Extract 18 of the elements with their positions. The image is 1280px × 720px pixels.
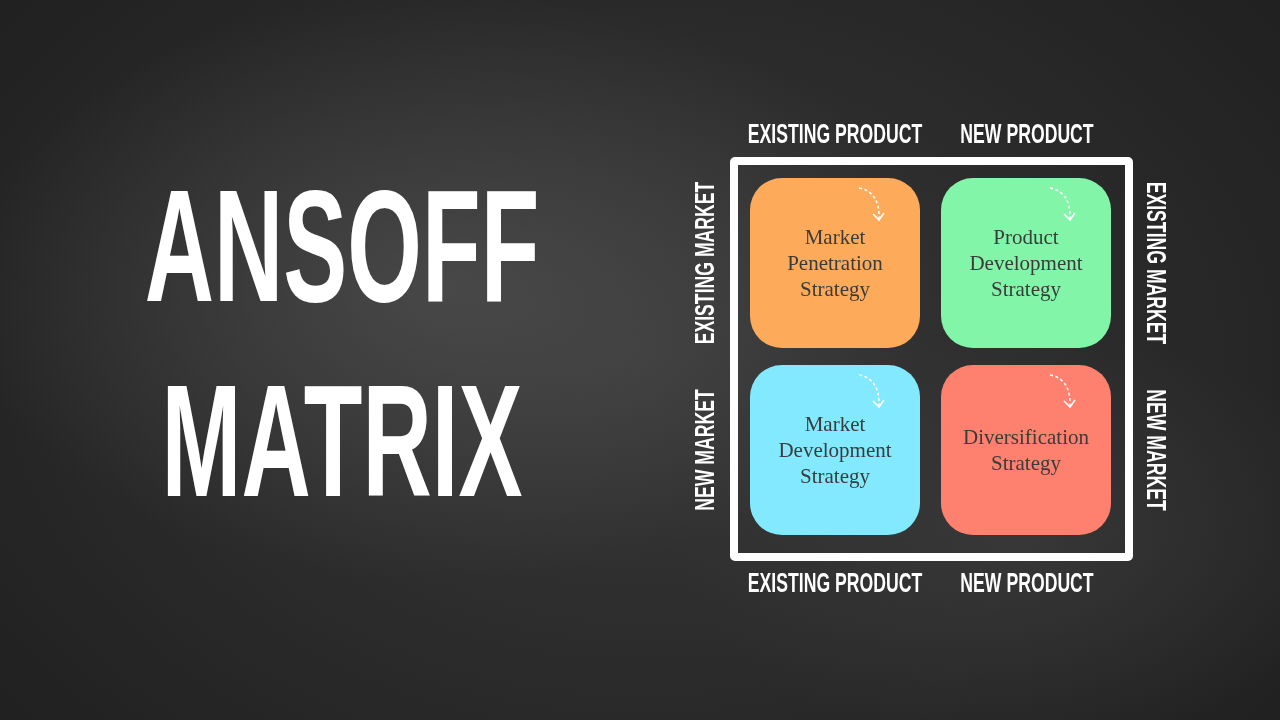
- axis-label: EXISTING PRODUCT: [747, 569, 923, 597]
- matrix-frame: [730, 157, 1133, 561]
- axis-label: EXISTING MARKET: [1142, 181, 1170, 345]
- strategy-label: Market Development Strategy: [777, 411, 893, 489]
- strategy-box: [941, 365, 1111, 535]
- axis-label: NEW PRODUCT: [960, 569, 1094, 597]
- strategy-box: [750, 365, 920, 535]
- strategy-label: Product Development Strategy: [968, 224, 1084, 302]
- strategy-label: Diversification Strategy: [962, 424, 1090, 476]
- strategy-box: [750, 178, 920, 348]
- axis-label: EXISTING MARKET: [691, 181, 719, 345]
- strategy-box: [941, 178, 1111, 348]
- strategy-label: Market Penetration Strategy: [786, 224, 884, 302]
- axis-label: NEW MARKET: [691, 389, 719, 511]
- axis-label: EXISTING PRODUCT: [747, 120, 923, 148]
- page-title: ANSOFF MATRIX: [144, 155, 540, 532]
- axis-label: NEW MARKET: [1142, 389, 1170, 511]
- axis-label: NEW PRODUCT: [960, 120, 1094, 148]
